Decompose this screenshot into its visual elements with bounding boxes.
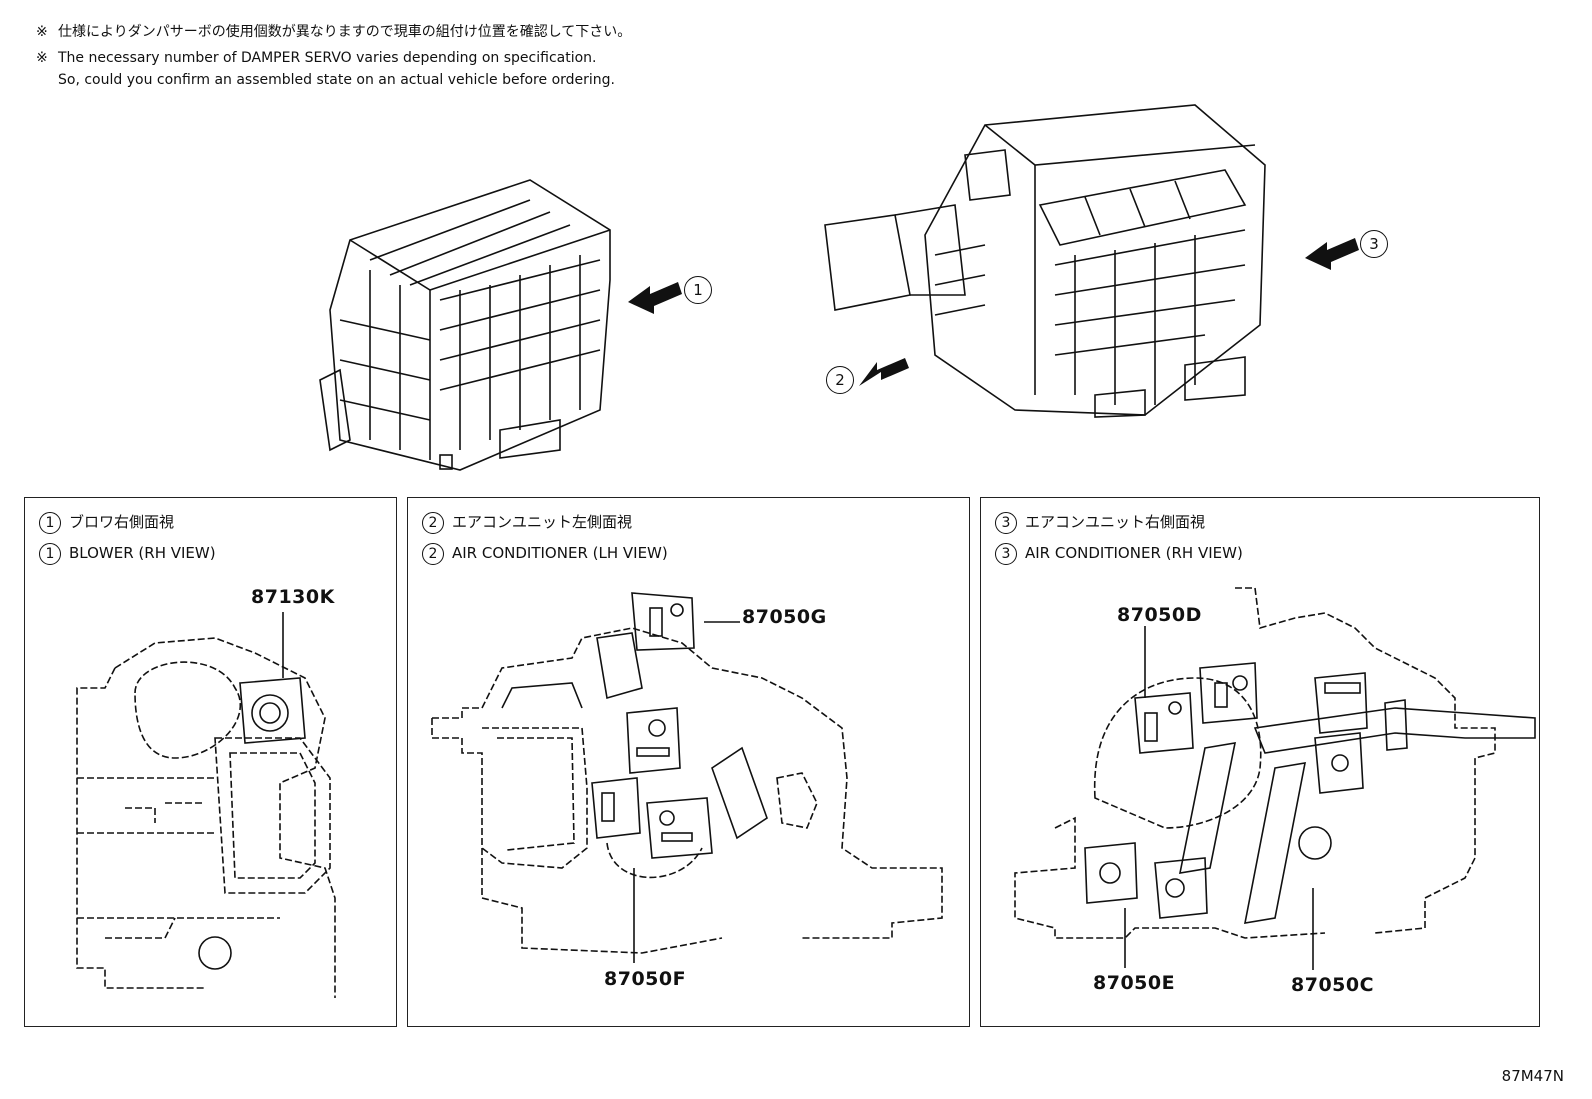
aircon-lh-view-drawing [431, 592, 943, 963]
part-87130K[interactable]: 87130K [251, 586, 335, 608]
panel-1-title-jp-text: ブロワ右側面視 [69, 513, 175, 531]
callout-3: 3 [1360, 230, 1388, 258]
note-mark: ※ [36, 50, 48, 66]
panel-2-title-jp-text: エアコンユニット左側面視 [452, 513, 633, 531]
note-en-1-text: The necessary number of DAMPER SERVO var… [58, 50, 597, 66]
part-87050E[interactable]: 87050E [1093, 972, 1176, 994]
part-87050G[interactable]: 87050G [742, 606, 827, 628]
panel-3-callout: 3 [995, 511, 1017, 534]
panel-2-title-en: 2 AIR CONDITIONER (LH VIEW) [422, 541, 668, 565]
callout-2: 2 [826, 366, 854, 394]
note-jp-text: 仕様によりダンパサーボの使用個数が異なりますので現車の組付け位置を確認して下さい… [58, 24, 632, 40]
blower-rh-view-drawing [76, 612, 336, 998]
panel-2-title-jp: 2 エアコンユニット左側面視 [422, 510, 632, 534]
panel-1-callout-en: 1 [39, 542, 61, 565]
part-87050D[interactable]: 87050D [1117, 604, 1202, 626]
arrow-2 [859, 358, 909, 386]
panel-3-title-jp-text: エアコンユニット右側面視 [1025, 513, 1206, 531]
panel-2-title-en-text: AIR CONDITIONER (LH VIEW) [452, 544, 668, 562]
aircon-overview-drawing [824, 104, 1266, 418]
panel-3-title-en-text: AIR CONDITIONER (RH VIEW) [1025, 544, 1243, 562]
panel-1-title-jp: 1 ブロワ右側面視 [39, 510, 174, 534]
blower-overview-drawing [319, 179, 611, 471]
note-en-1: ※ The necessary number of DAMPER SERVO va… [36, 48, 597, 68]
panel-1-title-en-text: BLOWER (RH VIEW) [69, 544, 216, 562]
note-jp: ※ 仕様によりダンパサーボの使用個数が異なりますので現車の組付け位置を確認して下さ… [36, 22, 631, 42]
part-87050C[interactable]: 87050C [1291, 974, 1375, 996]
panel-2-callout: 2 [422, 511, 444, 534]
panel-1-title-en: 1 BLOWER (RH VIEW) [39, 541, 216, 565]
figure-code: 87M47N [1501, 1067, 1564, 1085]
note-mark: ※ [36, 24, 48, 40]
callout-1: 1 [684, 276, 712, 304]
panel-3-title-jp: 3 エアコンユニット右側面視 [995, 510, 1205, 534]
part-87050F[interactable]: 87050F [604, 968, 687, 990]
panel-3-title-en: 3 AIR CONDITIONER (RH VIEW) [995, 541, 1243, 565]
panel-2-callout-en: 2 [422, 542, 444, 565]
arrow-1 [628, 282, 682, 314]
arrow-3 [1305, 238, 1359, 270]
panel-1-callout: 1 [39, 511, 61, 534]
aircon-rh-view-drawing [1014, 587, 1536, 970]
panel-3-callout-en: 3 [995, 542, 1017, 565]
note-en-2: So, could you confirm an assembled state… [58, 70, 615, 90]
note-en-2-text: So, could you confirm an assembled state… [58, 72, 615, 88]
